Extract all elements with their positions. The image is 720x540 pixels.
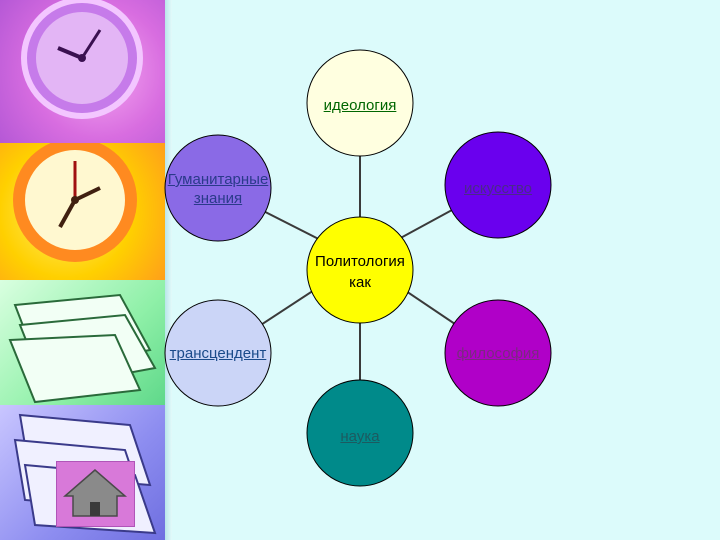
alarm-clock-icon: [13, 138, 137, 262]
label-ideology[interactable]: идеология: [323, 97, 397, 114]
label-transcendent[interactable]: трансцендент: [169, 345, 267, 362]
node-science: [306, 379, 414, 487]
label-philosophy[interactable]: философия: [456, 345, 540, 362]
center-label-line2: как: [349, 274, 371, 291]
home-button[interactable]: [56, 461, 135, 527]
node-transcendent: [164, 299, 272, 407]
home-icon: [62, 469, 128, 517]
node-ideology: [306, 49, 414, 157]
label-art[interactable]: искусство: [464, 180, 532, 197]
node-philosophy: [444, 299, 552, 407]
node-center: [306, 216, 414, 324]
sidebar-decoration: [0, 0, 172, 540]
papers-image-green: [0, 280, 165, 405]
center-label-line1: Политология: [315, 253, 405, 270]
clock-image-purple: [0, 0, 165, 143]
sidebar-edge: [165, 0, 172, 540]
label-science[interactable]: наука: [340, 428, 380, 445]
node-humanities: [164, 134, 272, 242]
label-humanities-line2[interactable]: знания: [193, 190, 243, 207]
label-humanities-line1[interactable]: Гуманитарные: [167, 171, 269, 188]
clock-image-orange: [0, 138, 165, 280]
clock-icon: [21, 0, 143, 119]
node-art: [444, 131, 552, 239]
papers-icon: [8, 293, 157, 404]
